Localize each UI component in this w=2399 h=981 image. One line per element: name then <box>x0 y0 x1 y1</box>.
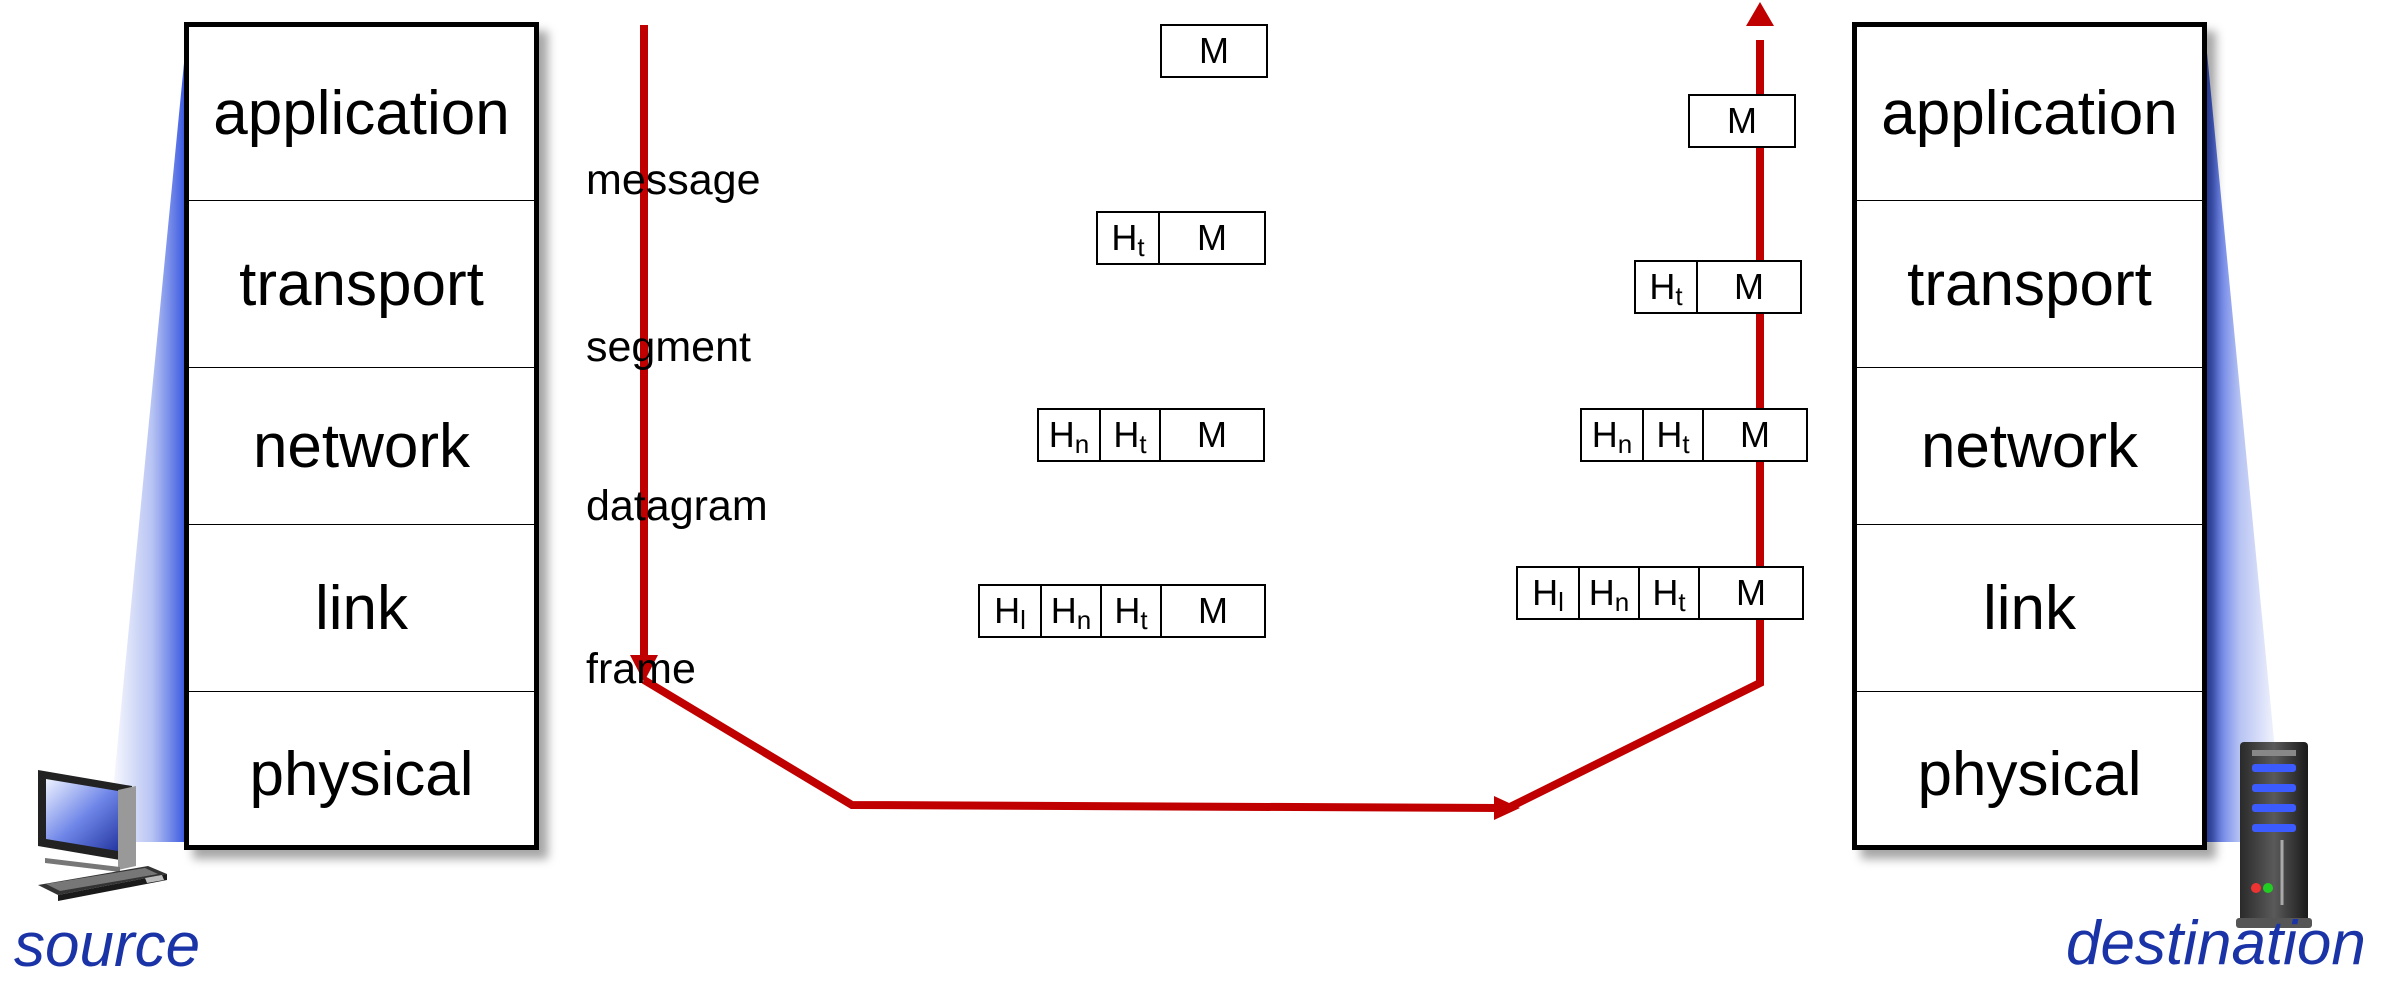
source-layer-physical: physical <box>189 691 534 856</box>
header-subscript: n <box>1617 428 1633 459</box>
source-stack-shade <box>108 22 188 842</box>
label-message: message <box>586 156 761 204</box>
message-cell: M <box>1159 410 1263 460</box>
header-letter: H <box>1114 590 1141 631</box>
source-layer-link: link <box>189 524 534 692</box>
header-subscript: n <box>1074 428 1090 459</box>
transmission-path-arrow <box>641 2 1774 820</box>
header-letter: H <box>1048 414 1075 455</box>
header-letter: H <box>1591 414 1618 455</box>
destination-layer-transport: transport <box>1857 200 2202 368</box>
laptop-computer-icon <box>38 770 167 901</box>
header-subscript: n <box>1614 586 1630 617</box>
header-letter: H <box>1050 590 1077 631</box>
message-cell: M <box>1698 568 1802 618</box>
message-cell: M <box>1158 213 1264 263</box>
header-letter: H <box>1111 217 1138 258</box>
header-subscript: t <box>1139 428 1147 459</box>
label-frame: frame <box>586 645 696 693</box>
header-letter: H <box>1588 572 1615 613</box>
header-letter: H <box>994 590 1021 631</box>
header-subscript: t <box>1678 586 1686 617</box>
source-label: source <box>14 911 201 980</box>
message-cell: M <box>1160 586 1264 636</box>
message-cell: M <box>1702 410 1806 460</box>
header-subscript: t <box>1682 428 1690 459</box>
header-subscript: l <box>1558 586 1564 617</box>
header-subscript: l <box>1020 604 1026 635</box>
message-cell: M <box>1696 262 1800 312</box>
destination-layer-network: network <box>1857 367 2202 525</box>
message-cell: M <box>1199 30 1229 71</box>
source-layer-application: application <box>213 79 510 148</box>
label-segment: segment <box>586 323 751 371</box>
header-letter: H <box>1113 414 1140 455</box>
header-subscript: t <box>1675 280 1683 311</box>
label-datagram: datagram <box>586 482 768 530</box>
message-cell: M <box>1727 100 1757 141</box>
destination-layer-application: application <box>1881 79 2178 148</box>
destination-label: destination <box>2066 909 2366 978</box>
downward-flow-arrow <box>630 25 658 682</box>
header-letter: H <box>1656 414 1683 455</box>
header-letter: H <box>1532 572 1559 613</box>
destination-layer-physical: physical <box>1857 691 2202 856</box>
header-subscript: n <box>1076 604 1092 635</box>
source-layer-transport: transport <box>189 200 534 368</box>
header-letter: H <box>1652 572 1679 613</box>
destination-layer-link: link <box>1857 524 2202 692</box>
header-subscript: t <box>1140 604 1148 635</box>
source-packet-message: M <box>1160 24 1268 78</box>
header-subscript: t <box>1137 231 1145 262</box>
destination-packet-message: M <box>1688 94 1796 148</box>
header-letter: H <box>1649 266 1676 307</box>
destination-stack-shade <box>2204 22 2284 842</box>
server-tower-icon <box>2236 742 2312 928</box>
source-layer-network: network <box>189 367 534 525</box>
